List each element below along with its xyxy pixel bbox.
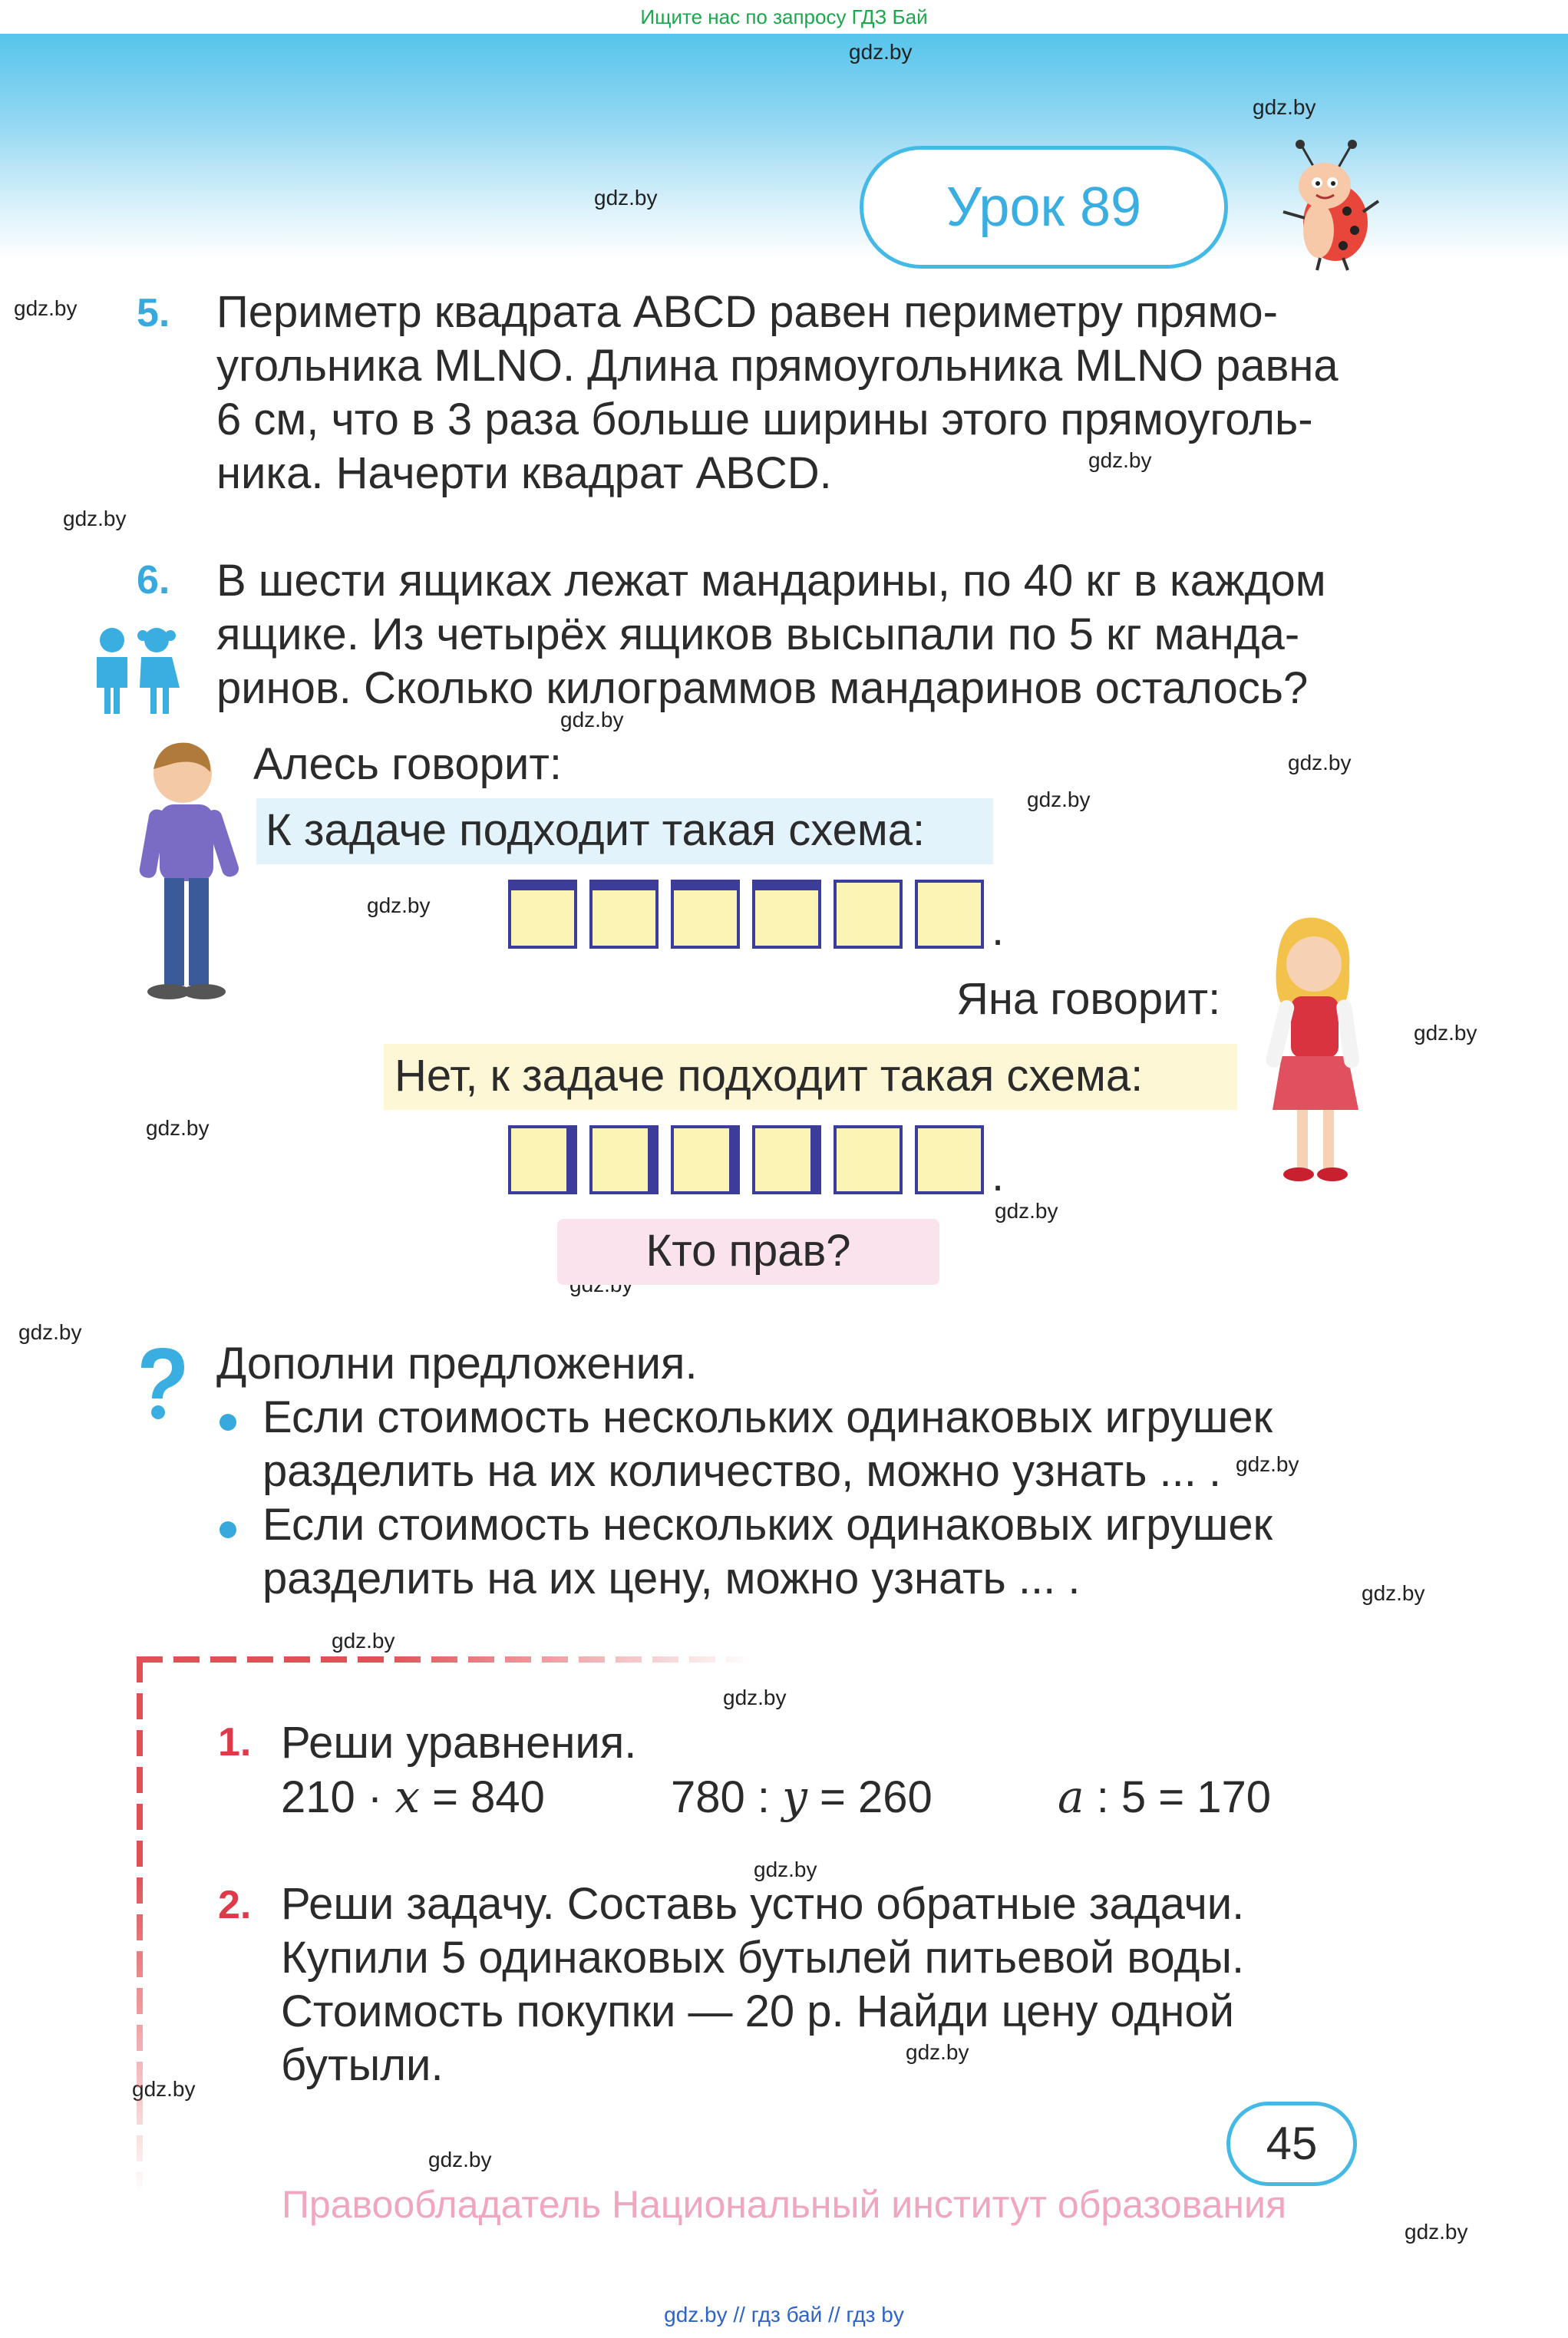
watermark: gdz.by — [849, 40, 913, 64]
watermark: gdz.by — [995, 1199, 1058, 1223]
boy-illustration — [139, 742, 239, 999]
ales-speech: К задаче подходит такая схема: — [266, 805, 926, 855]
complete-heading: Дополни предложения. — [216, 1339, 698, 1389]
text-line: ящике. Из четырёх ящиков высыпали по 5 к… — [216, 609, 1300, 659]
task-number: 1. — [218, 1720, 252, 1765]
text-line: Реши задачу. Составь устно обратные зада… — [281, 1879, 1245, 1929]
equation-variable: y — [782, 1771, 807, 1823]
page-number: 45 — [1226, 2102, 1357, 2186]
watermark: gdz.by — [63, 507, 127, 530]
scheme-box-marked — [752, 880, 821, 949]
watermark: gdz.by — [332, 1629, 395, 1653]
watermark: gdz.by — [1027, 788, 1091, 811]
yana-speech-bubble — [384, 1044, 1237, 1110]
scheme-box — [834, 880, 903, 949]
watermark: gdz.by — [1288, 751, 1352, 774]
complete-item: Если стоимость нескольких одинаковых игр… — [262, 1498, 1360, 1606]
text-line: Если стоимость нескольких одинаковых игр… — [262, 1500, 1273, 1550]
watermark: gdz.by — [723, 1686, 787, 1709]
equation: 210 · x = 840 — [281, 1770, 545, 1824]
bullet — [220, 1414, 236, 1431]
yana-says: Яна говорит: — [956, 974, 1221, 1024]
ladybug-illustration — [1282, 140, 1380, 271]
complete-item: Если стоимость нескольких одинаковых игр… — [262, 1391, 1360, 1498]
lesson-title: Урок 89 — [946, 177, 1142, 238]
watermark: gdz.by — [1088, 448, 1152, 472]
scheme-box-marked — [508, 880, 577, 949]
lesson-title-cloud: Урок 89 — [860, 146, 1228, 269]
equation-right: = 260 — [807, 1772, 933, 1822]
equation-left: 780 : — [671, 1772, 783, 1822]
scheme-dot: . — [992, 905, 1005, 955]
task-number: 5. — [137, 291, 170, 335]
scheme-box — [834, 1125, 903, 1194]
task-number: 6. — [137, 558, 170, 603]
scheme-box-marked — [752, 1125, 821, 1194]
text-line: ринов. Сколько килограммов мандаринов ос… — [216, 663, 1309, 713]
bullet — [220, 1521, 236, 1538]
text-line: Купили 5 одинаковых бутылей питьевой вод… — [281, 1933, 1245, 1983]
watermark: gdz.by — [1236, 1452, 1299, 1476]
watermark: gdz.by — [367, 893, 431, 917]
scheme-box-marked — [671, 1125, 740, 1194]
pair-work-icon — [97, 628, 180, 714]
equation-left: 210 · — [281, 1772, 395, 1822]
watermark: gdz.by — [428, 2148, 492, 2171]
text-line: Если стоимость нескольких одинаковых игр… — [262, 1392, 1273, 1442]
equation: a : 5 = 170 — [1058, 1770, 1271, 1824]
question-bubble — [557, 1219, 939, 1285]
scheme-box-marked — [589, 1125, 659, 1194]
equation-right: = 840 — [420, 1772, 545, 1822]
task2-text: Реши задачу. Составь устно обратные зада… — [281, 1877, 1360, 2092]
review-border-top — [137, 1656, 751, 1663]
text-line: угольника MLNO. Длина прямоугольника MLN… — [216, 341, 1339, 391]
text-line: ника. Начерти квадрат ABCD. — [216, 448, 832, 498]
text-line: Периметр квадрата ABCD равен периметру п… — [216, 287, 1278, 337]
scheme-box-marked — [671, 880, 740, 949]
question-mark-icon — [141, 1348, 184, 1419]
yana-speech: Нет, к задаче подходит такая схема: — [394, 1051, 1144, 1101]
footer-links[interactable]: gdz.by // гдз бай // гдз by — [664, 2303, 904, 2326]
text-line: В шести ящиках лежат мандарины, по 40 кг… — [216, 556, 1326, 606]
task6-text: В шести ящиках лежат мандарины, по 40 кг… — [216, 554, 1360, 715]
watermark: gdz.by — [1414, 1021, 1477, 1045]
watermark: gdz.by — [14, 296, 78, 320]
copyright: Правообладатель Национальный институт об… — [281, 2183, 1287, 2226]
watermark: gdz.by — [754, 1858, 817, 1881]
scheme-box-marked — [508, 1125, 577, 1194]
ales-says: Алесь говорит: — [253, 739, 563, 789]
scheme-box — [915, 1125, 984, 1194]
text-line: разделить на их количество, можно узнать… — [262, 1446, 1222, 1496]
watermark: gdz.by — [560, 708, 624, 731]
scheme-box-marked — [589, 880, 659, 949]
equation-variable: x — [394, 1771, 421, 1823]
scheme-dot: . — [992, 1151, 1005, 1200]
watermark: gdz.by — [146, 1116, 210, 1140]
girl-illustration — [1266, 917, 1360, 1181]
top-banner: Ищите нас по запросу ГДЗ Бай — [0, 0, 1568, 34]
watermark: gdz.by — [1405, 2220, 1468, 2244]
scheme-box — [915, 880, 984, 949]
text-line: Стоимость покупки — 20 р. Найди цену одн… — [281, 1986, 1235, 2036]
task-number: 2. — [218, 1883, 252, 1927]
watermark: gdz.by — [594, 186, 658, 210]
equation-right: : 5 = 170 — [1084, 1772, 1272, 1822]
text-line: разделить на их цену, можно узнать ... . — [262, 1554, 1081, 1603]
task1-title: Реши уравнения. — [281, 1718, 637, 1768]
watermark: gdz.by — [18, 1320, 82, 1344]
watermark: gdz.by — [1362, 1581, 1425, 1605]
ales-speech-bubble — [256, 798, 993, 864]
text-line: 6 см, что в 3 раза больше ширины этого п… — [216, 395, 1313, 444]
question-text: Кто прав? — [645, 1226, 851, 1276]
task5-text: Периметр квадрата ABCD равен периметру п… — [216, 286, 1360, 500]
watermark: gdz.by — [906, 2040, 969, 2064]
review-border-left — [137, 1656, 143, 2194]
equation-variable: a — [1058, 1771, 1084, 1823]
watermark: gdz.by — [1253, 95, 1316, 119]
equation: 780 : y = 260 — [671, 1770, 933, 1824]
text-line: бутыли. — [281, 2040, 444, 2090]
